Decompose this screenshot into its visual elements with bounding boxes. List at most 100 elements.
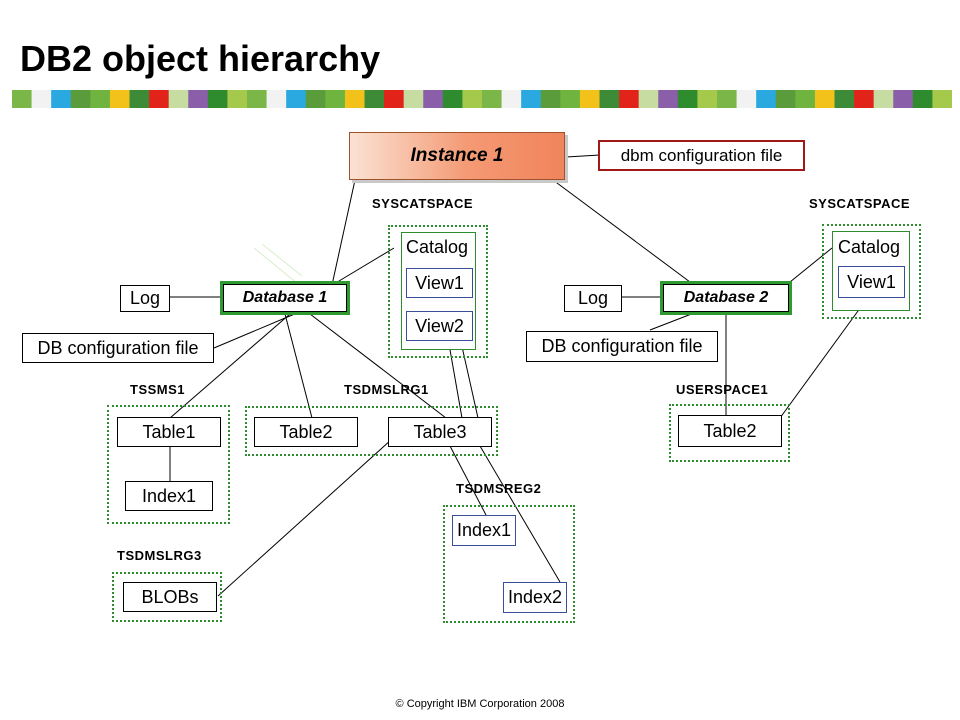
link-db2-config: [649, 312, 695, 331]
syscatspace-label-db1: SYSCATSPACE: [372, 196, 474, 211]
log-box-db1[interactable]: Log: [120, 285, 170, 312]
database1-label: Database 1: [223, 284, 347, 312]
band-tile: [149, 90, 170, 108]
link-instance-db2: [552, 179, 695, 286]
band-tile: [795, 90, 816, 108]
band-tile: [462, 90, 483, 108]
band-tile: [31, 90, 52, 108]
view1-box-db2[interactable]: View1: [838, 266, 905, 298]
catalog-label-db2: Catalog: [838, 237, 901, 257]
band-tile: [658, 90, 679, 108]
db-config-box-db1[interactable]: DB configuration file: [22, 333, 214, 363]
link-db1-catalog: [333, 247, 395, 285]
decorative-streak: [261, 243, 303, 277]
band-tile: [305, 90, 326, 108]
link-db1-config: [213, 312, 298, 349]
link-db1-table1: [169, 313, 291, 419]
syscatspace-label-db2: SYSCATSPACE: [809, 196, 911, 211]
band-tile: [247, 90, 268, 108]
tsdmslrg1-region: [245, 406, 498, 456]
band-tile: [286, 90, 307, 108]
link-table3-index1: [449, 445, 487, 516]
index1-box-tssms1[interactable]: Index1: [125, 481, 213, 511]
link-db1-table3: [309, 313, 447, 419]
band-tile: [540, 90, 561, 108]
band-tile: [619, 90, 640, 108]
page-title: DB2 object hierarchy: [20, 38, 381, 79]
tsdmslrg3-label: TSDMSLRG3: [117, 548, 202, 563]
tsdmsreg2-label: TSDMSREG2: [456, 481, 542, 496]
link-table3-blobs: [217, 429, 403, 597]
link-db2-catalog: [789, 247, 833, 283]
db-config-box-db2[interactable]: DB configuration file: [526, 331, 718, 362]
band-tile: [736, 90, 757, 108]
band-tile: [364, 90, 385, 108]
syscatspace-region-db2: [822, 224, 921, 319]
band-tile: [403, 90, 424, 108]
database2-box[interactable]: Database 2: [660, 281, 792, 315]
band-tile: [932, 90, 952, 108]
table2-box-db2[interactable]: Table2: [678, 415, 782, 447]
userspace1-label: USERSPACE1: [676, 382, 769, 397]
band-tile: [521, 90, 542, 108]
index1-box-tsdmsreg2[interactable]: Index1: [452, 515, 516, 546]
view1-box-db1[interactable]: View1: [406, 268, 473, 298]
table1-box[interactable]: Table1: [117, 417, 221, 447]
band-tile: [912, 90, 933, 108]
band-tile: [207, 90, 228, 108]
band-tile: [168, 90, 189, 108]
band-tile: [12, 90, 33, 108]
band-tile: [697, 90, 718, 108]
link-instance-dbm: [565, 154, 601, 158]
userspace1-region: [669, 404, 790, 462]
link-table3-index2: [479, 445, 561, 583]
band-tile: [579, 90, 600, 108]
syscatspace-region-db1: [388, 225, 488, 358]
band-tile: [70, 90, 91, 108]
band-tile: [325, 90, 346, 108]
band-tile: [442, 90, 463, 108]
index2-box[interactable]: Index2: [503, 582, 567, 613]
band-tile: [717, 90, 738, 108]
band-tile: [423, 90, 444, 108]
log-box-db2[interactable]: Log: [564, 285, 622, 312]
database2-label: Database 2: [663, 284, 789, 312]
band-tile: [51, 90, 72, 108]
tssms1-label: TSSMS1: [130, 382, 186, 397]
band-tile: [599, 90, 620, 108]
band-tile: [501, 90, 522, 108]
blobs-box[interactable]: BLOBs: [123, 582, 217, 612]
band-tile: [873, 90, 894, 108]
band-tile: [775, 90, 796, 108]
tssms1-region: [107, 405, 230, 524]
band-tile: [266, 90, 287, 108]
table2-box-db1[interactable]: Table2: [254, 417, 358, 447]
band-tile: [109, 90, 130, 108]
band-tile: [188, 90, 209, 108]
band-tile: [90, 90, 111, 108]
band-tile: [227, 90, 248, 108]
band-tile: [129, 90, 150, 108]
band-tile: [893, 90, 914, 108]
copyright-notice: © Copyright IBM Corporation 2008: [395, 698, 565, 710]
band-tile: [756, 90, 777, 108]
link-instance-db1: [331, 179, 356, 286]
dbm-config-box[interactable]: dbm configuration file: [598, 140, 805, 171]
band-tile: [384, 90, 405, 108]
table3-box[interactable]: Table3: [388, 417, 492, 447]
band-tile: [482, 90, 503, 108]
link-view1-table2b: [779, 299, 867, 419]
tsdmsreg2-region: [443, 505, 575, 623]
band-tile: [854, 90, 875, 108]
catalog-label-db1: Catalog: [406, 237, 469, 257]
band-tile: [560, 90, 581, 108]
database1-box[interactable]: Database 1: [220, 281, 350, 315]
band-tile: [344, 90, 365, 108]
band-tile: [638, 90, 659, 108]
decorative-streak: [253, 247, 299, 285]
band-tile: [814, 90, 835, 108]
instance-box[interactable]: Instance 1: [349, 132, 565, 180]
view2-box-db1[interactable]: View2: [406, 311, 473, 341]
decorative-color-band: [12, 90, 952, 108]
